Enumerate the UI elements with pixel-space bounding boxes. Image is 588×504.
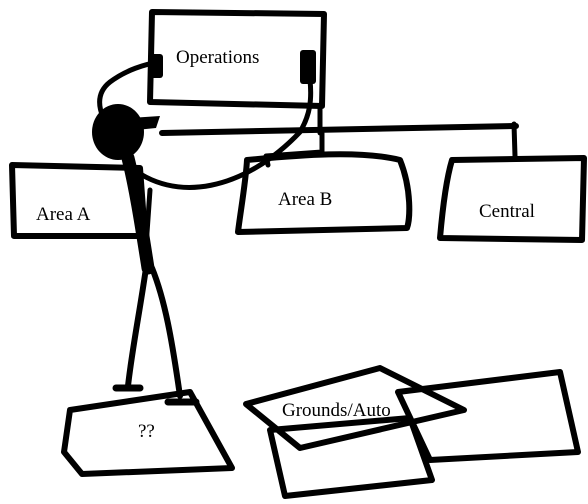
unknown-paper: ?? — [61, 389, 235, 477]
area-a-label: Area A — [36, 204, 91, 225]
operations-box: Operations — [147, 9, 327, 109]
area-b-box: Area B — [235, 151, 413, 235]
operations-label: Operations — [176, 47, 259, 68]
central-box: Central — [437, 155, 587, 243]
stick-figure — [92, 50, 316, 406]
area-b-label: Area B — [278, 189, 332, 210]
unknown-label: ?? — [138, 421, 155, 442]
central-label: Central — [479, 201, 535, 222]
grounds-paper-pile: Grounds/Auto — [243, 365, 581, 499]
grounds-label: Grounds/Auto — [282, 400, 391, 421]
